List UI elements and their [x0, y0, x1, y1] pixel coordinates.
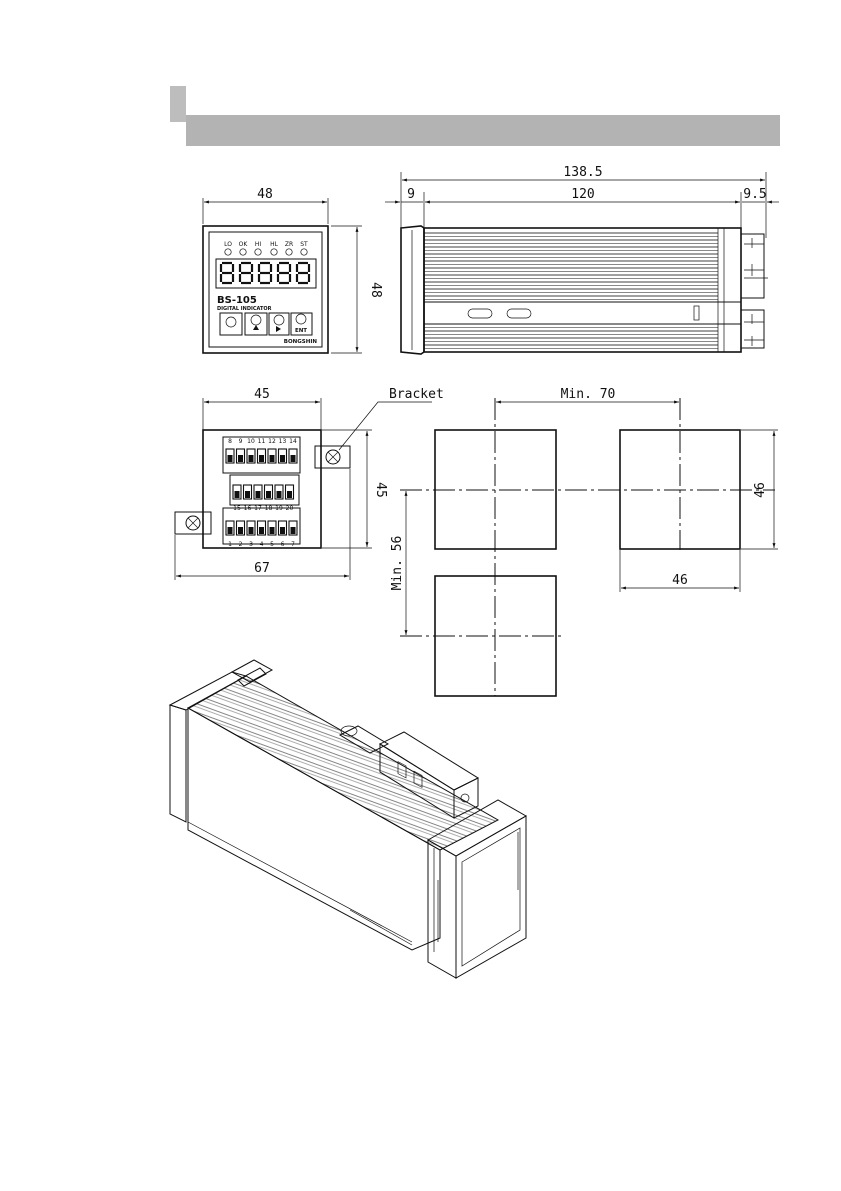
terminal-number: 14: [289, 438, 297, 445]
terminal-number: 4: [260, 541, 264, 548]
cutout-h-pitch-dim: Min. 70: [561, 387, 616, 402]
indicator-labels: LO OK HI HL ZR ST: [224, 241, 308, 248]
key-right: [269, 313, 289, 335]
terminal-screw: [268, 449, 276, 463]
side-total-dim: 138.5: [563, 165, 602, 180]
terminal-screw: [289, 521, 297, 535]
cutout-v-pitch-dim: Min. 56: [390, 536, 405, 591]
terminal-screw: [226, 521, 234, 535]
terminal-screw: [258, 449, 266, 463]
front-view: 48 48 LO OK HI HL ZR ST: [203, 187, 383, 353]
terminal-screw: [275, 485, 283, 499]
panel-cutout: Min. 70 46 46 Min. 56: [390, 387, 778, 696]
terminal-screw: [244, 485, 252, 499]
indicator-label: ST: [300, 241, 308, 248]
cutout-height-dim: 46: [753, 482, 768, 498]
side-view: 138.5 9 120 9.5: [385, 165, 779, 354]
right-arrow-icon: [276, 326, 281, 332]
section-header: [170, 86, 780, 146]
terminal-screw: [237, 449, 245, 463]
model-name: BS-105: [217, 295, 257, 306]
indicator-label: ZR: [285, 241, 293, 248]
key-up: [245, 313, 267, 335]
terminal-screw: [233, 485, 241, 499]
terminal-number: 13: [279, 438, 287, 445]
terminal-number: 6: [281, 541, 285, 548]
side-rear-connector-lower: [741, 310, 764, 348]
side-bezel: [401, 226, 424, 354]
terminal-screw: [237, 521, 245, 535]
bracket-span-dim: 67: [254, 561, 270, 576]
front-bezel: [203, 226, 328, 353]
terminal-number: 10: [247, 438, 255, 445]
key-1: [220, 313, 242, 335]
rear-width-dim: 45: [254, 387, 270, 402]
terminal-number: 7: [291, 541, 295, 548]
terminal-screw: [254, 485, 262, 499]
segment-display: [216, 259, 316, 288]
digit-8: [259, 263, 271, 283]
indicator-label: LO: [224, 241, 232, 248]
terminal-screw: [247, 449, 255, 463]
terminal-number: 3: [249, 541, 253, 548]
front-height-dim: 48: [368, 282, 383, 298]
terminal-screw: [265, 485, 273, 499]
terminal-number: 20: [286, 505, 294, 512]
terminal-number: 1: [228, 541, 232, 548]
terminal-number: 8: [228, 438, 232, 445]
keypad: ENT: [220, 313, 312, 335]
digit-8: [240, 263, 252, 283]
rear-height-dim: 45: [373, 482, 388, 498]
indicator-leds: [225, 249, 307, 255]
terminal-number: 18: [265, 505, 273, 512]
side-front-dim: 9: [407, 187, 415, 202]
terminal-screw: [286, 485, 294, 499]
terminal-screw: [268, 521, 276, 535]
up-arrow-icon: [253, 325, 259, 330]
brand-logo: BONGSHIN: [284, 339, 318, 345]
terminal-number: 16: [244, 505, 252, 512]
indicator-label: HL: [270, 241, 279, 248]
terminal-screw: [247, 521, 255, 535]
side-body-dim: 120: [571, 187, 594, 202]
terminal-number: 12: [268, 438, 276, 445]
front-width-dim: 48: [257, 187, 273, 202]
side-rear-dim: 9.5: [743, 187, 766, 202]
terminal-number: 11: [258, 438, 266, 445]
isometric-view: [170, 660, 526, 978]
side-heatsink-fins: [424, 230, 718, 300]
side-rear-connector-upper: [741, 234, 764, 298]
terminal-number: 9: [239, 438, 243, 445]
digit-8: [297, 263, 309, 283]
enter-key-label: ENT: [295, 328, 307, 334]
terminal-screw: [289, 449, 297, 463]
indicator-label: HI: [255, 241, 262, 248]
terminal-number: 5: [270, 541, 274, 548]
terminal-screw: [279, 521, 287, 535]
terminal-number: 19: [275, 505, 283, 512]
bracket-label: Bracket: [389, 387, 444, 402]
terminal-screw: [226, 449, 234, 463]
indicator-label: OK: [239, 241, 249, 248]
terminal-screw: [258, 521, 266, 535]
terminal-screw: [279, 449, 287, 463]
digit-8: [221, 263, 233, 283]
terminal-number: 15: [233, 505, 241, 512]
digit-8: [278, 263, 290, 283]
cutout-width-dim: 46: [672, 573, 688, 588]
terminal-number: 2: [239, 541, 243, 548]
model-subtitle: DIGITAL INDICATOR: [217, 306, 272, 312]
terminal-number: 17: [254, 505, 262, 512]
